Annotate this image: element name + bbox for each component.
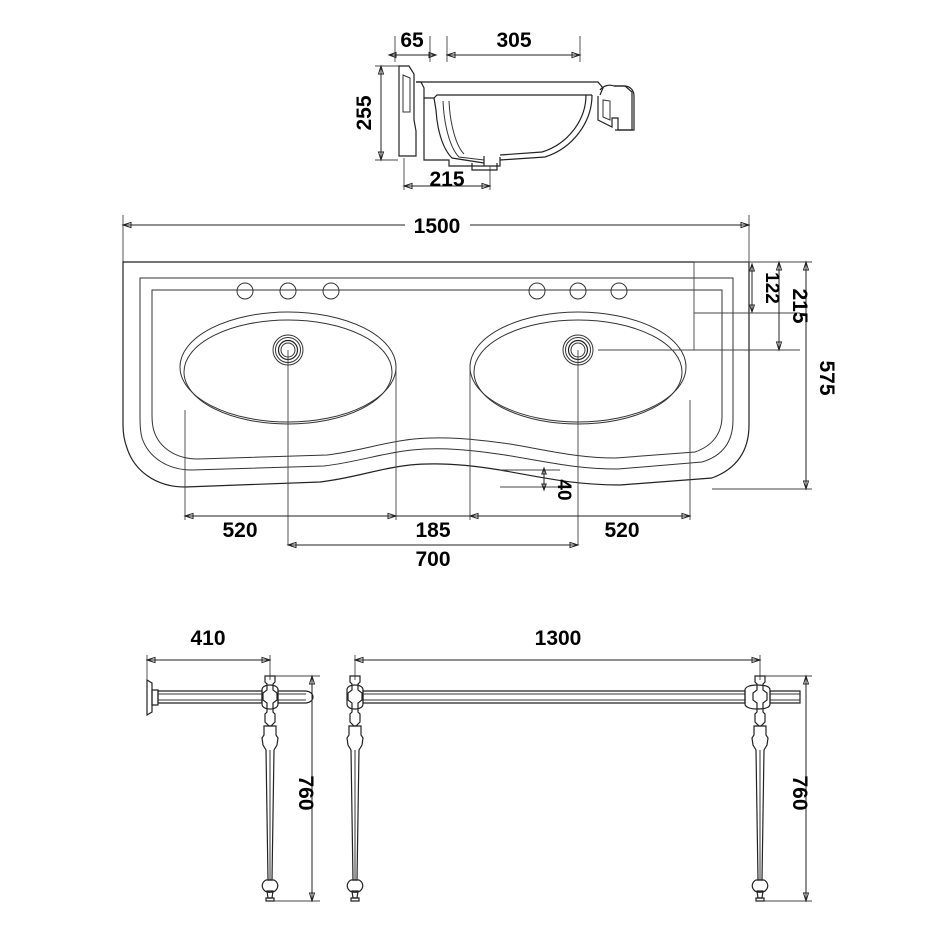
dim-305: [445, 36, 582, 62]
dim-label-122: 122: [761, 272, 782, 304]
dim-760-right: [760, 674, 812, 903]
dim-label-575: 575: [815, 360, 838, 395]
dim-label-215-section: 215: [429, 168, 464, 191]
basin-section-profile: [398, 65, 635, 171]
dim-1300: [353, 655, 762, 680]
dim-label-410: 410: [190, 627, 225, 650]
wall-bracket: [146, 678, 263, 717]
dim-760-left: [272, 674, 320, 903]
dim-40: [500, 466, 560, 492]
dim-label-700: 700: [415, 548, 450, 571]
dim-label-40: 40: [553, 479, 574, 500]
dim-255: [375, 64, 400, 162]
dim-700: [286, 541, 580, 549]
dim-65: [387, 36, 438, 62]
dim-label-520-right: 520: [604, 519, 639, 542]
dim-label-215-plan: 215: [788, 288, 811, 323]
dim-410: [145, 655, 272, 700]
basin-plan-outline: [122, 261, 750, 488]
tap-holes-right: [528, 282, 628, 300]
dim-label-520-left: 520: [222, 519, 257, 542]
dim-label-255: 255: [353, 95, 376, 130]
dim-122: [748, 262, 756, 314]
plan-view: [121, 215, 812, 549]
dim-label-1500: 1500: [414, 215, 461, 238]
dim-215-plan: [775, 260, 783, 352]
dim-label-760-left: 760: [294, 775, 317, 810]
dim-label-1300: 1300: [535, 627, 582, 650]
dim-215-section: [402, 158, 492, 190]
dim-label-305: 305: [496, 29, 531, 52]
right-rail-stub: [769, 690, 801, 704]
dim-520-left: [183, 512, 398, 520]
dim-label-760-right: 760: [788, 775, 811, 810]
dim-575: [712, 260, 812, 491]
leg-front-left: [346, 675, 746, 902]
leg-front-right: [744, 675, 771, 902]
leg-left-front: [261, 675, 314, 902]
dim-520-right: [468, 512, 692, 520]
section-view: [375, 36, 635, 190]
dim-1500: [121, 215, 751, 262]
tap-holes-left: [236, 282, 340, 300]
elevation-view: [145, 655, 812, 903]
dim-label-185: 185: [415, 519, 450, 542]
dim-label-65: 65: [400, 29, 424, 52]
